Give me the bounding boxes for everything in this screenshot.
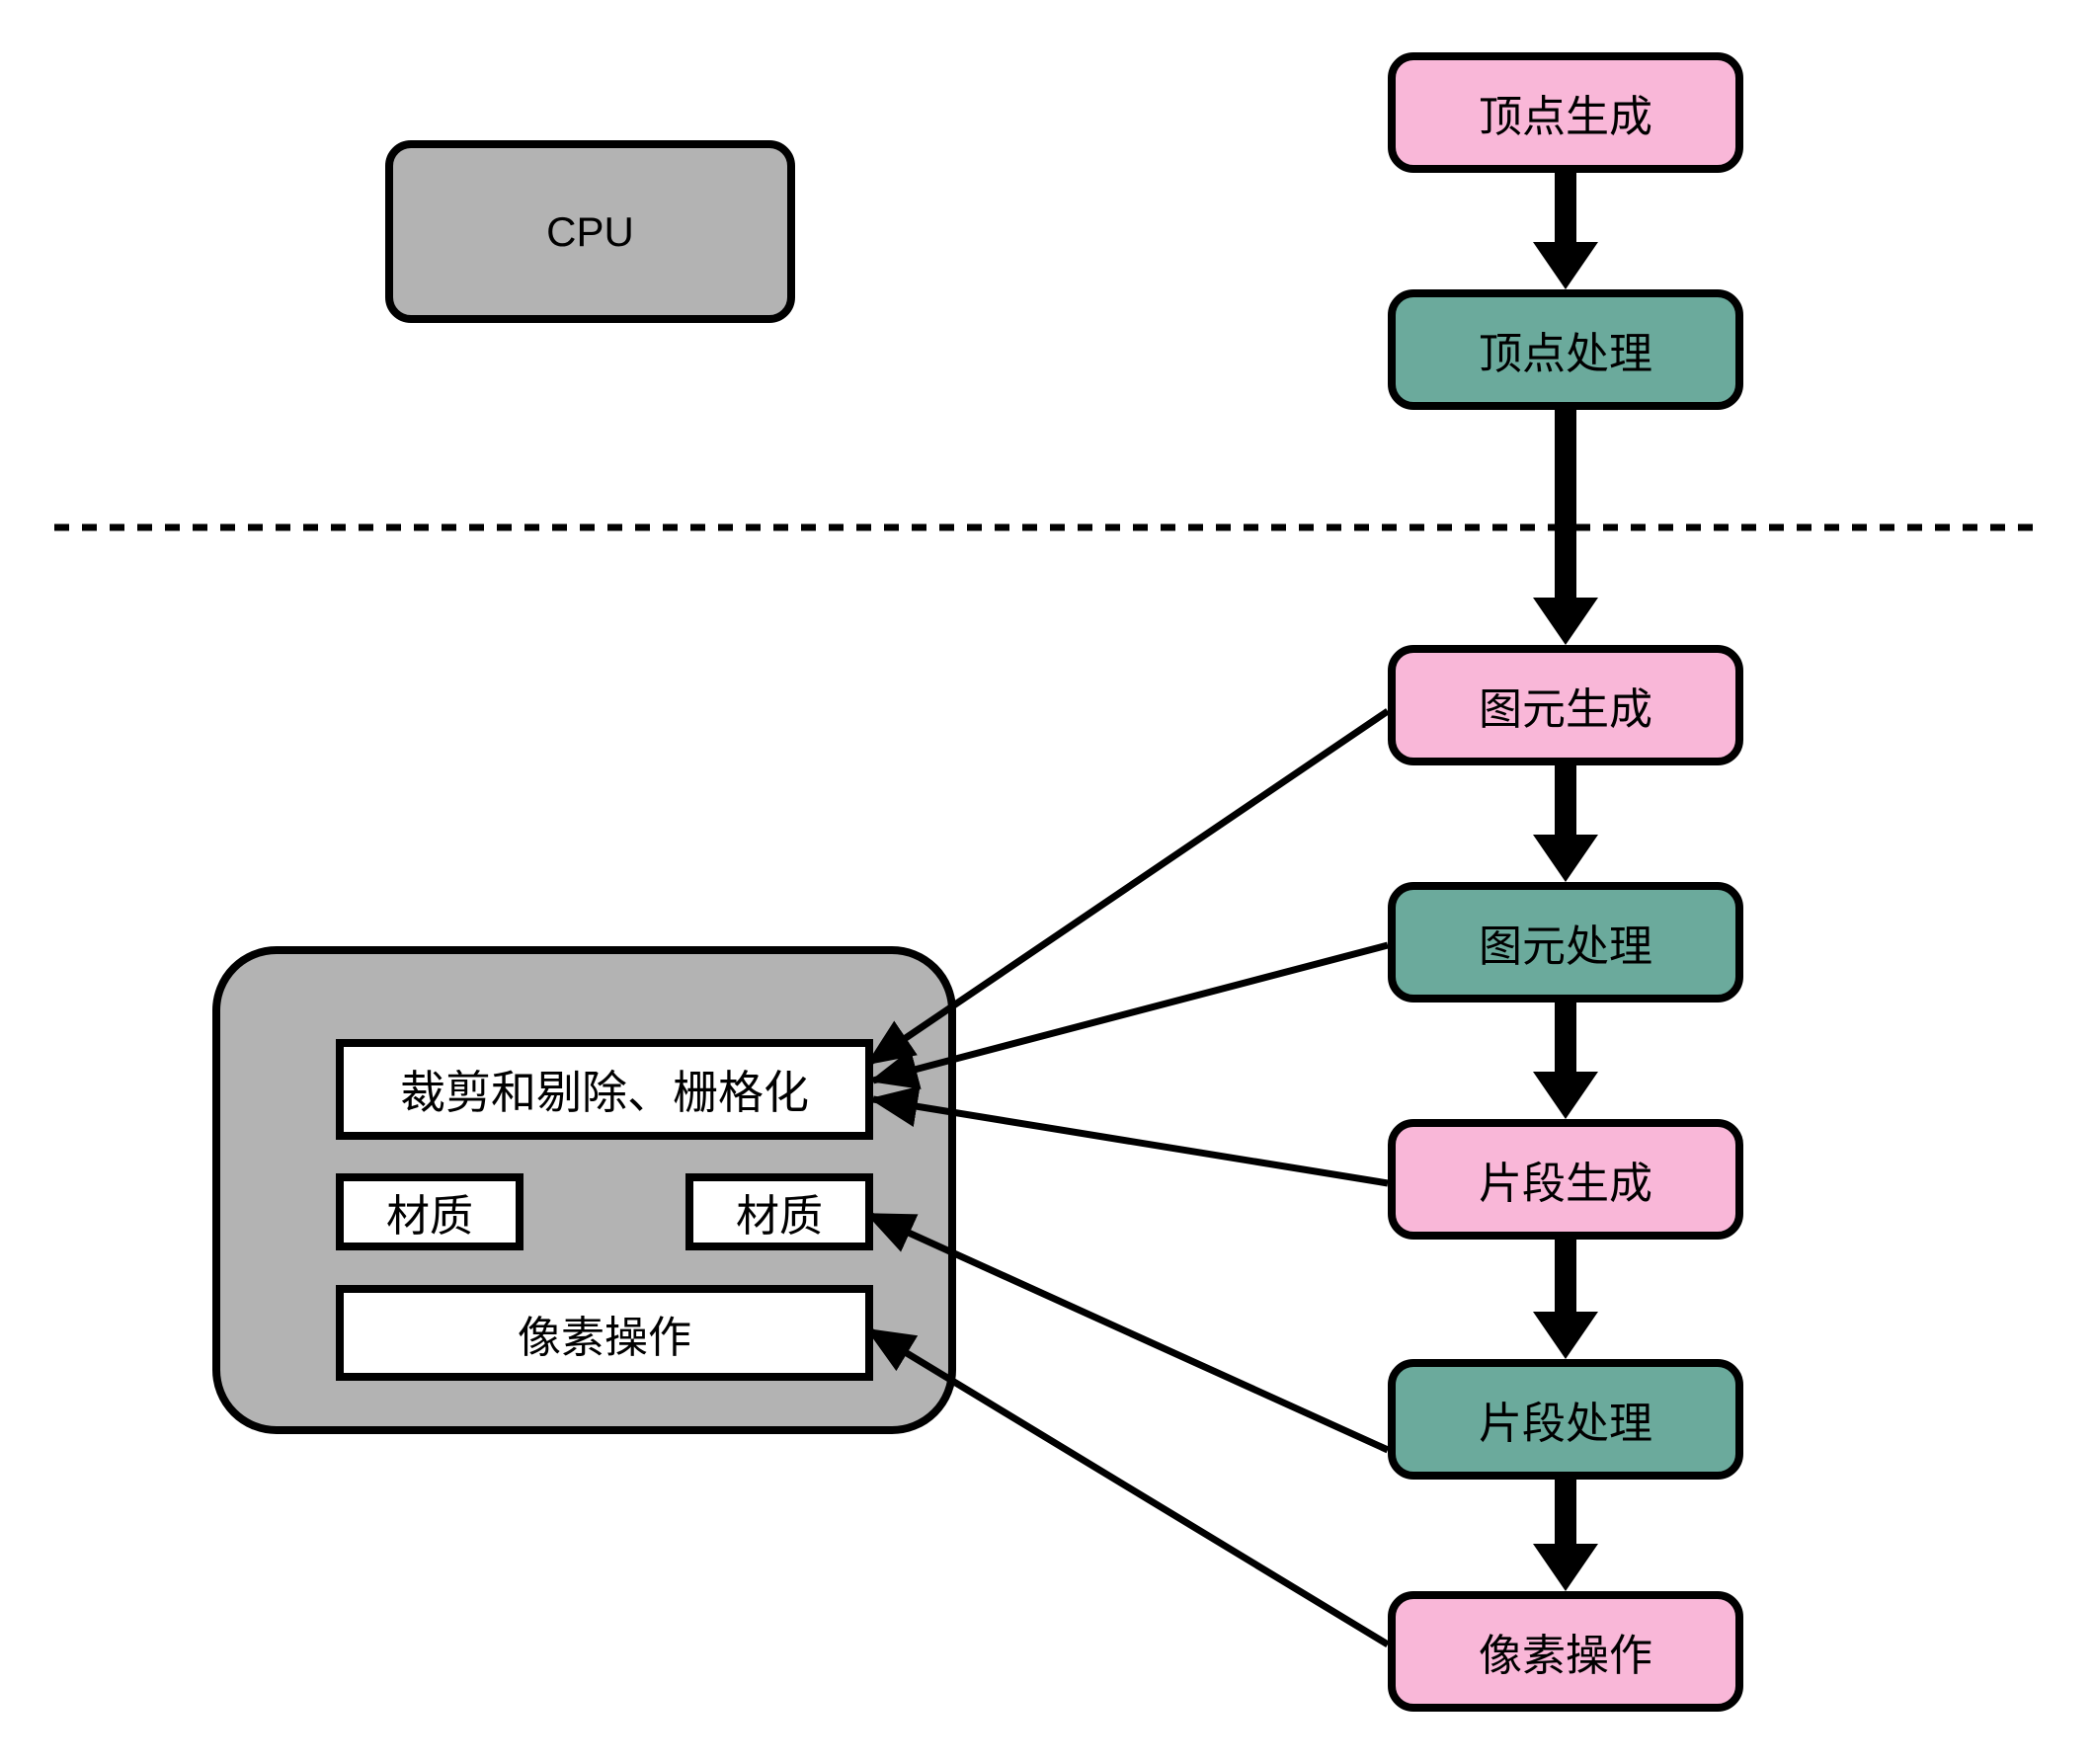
node-primitive-processing: 图元处理 — [1388, 882, 1743, 1002]
flow-arrow-primitive-gen-to-primitive-proc — [1533, 765, 1598, 882]
node-primitive-processing-label: 图元处理 — [1479, 922, 1652, 971]
node-vertex-generation-label: 顶点生成 — [1479, 93, 1652, 141]
node-primitive-generation-label: 图元生成 — [1479, 685, 1652, 734]
flow-arrow-fragment-gen-to-fragment-proc — [1533, 1240, 1598, 1359]
gpu-texture-left-label: 材质 — [386, 1192, 473, 1241]
node-vertex-generation: 顶点生成 — [1388, 52, 1743, 173]
flow-arrow-vertex-proc-to-primitive-gen — [1533, 410, 1598, 645]
node-pixel-operations: 像素操作 — [1388, 1591, 1743, 1712]
node-vertex-processing-label: 顶点处理 — [1479, 330, 1652, 378]
cpu-box: CPU — [385, 140, 795, 323]
node-fragment-generation: 片段生成 — [1388, 1119, 1743, 1240]
node-fragment-processing: 片段处理 — [1388, 1359, 1743, 1480]
node-primitive-generation: 图元生成 — [1388, 645, 1743, 765]
gpu-pixel-operations-label: 像素操作 — [518, 1313, 691, 1362]
gpu-texture-left-box: 材质 — [336, 1173, 523, 1250]
gpu-texture-right-label: 材质 — [736, 1192, 823, 1241]
flow-arrow-primitive-proc-to-fragment-gen — [1533, 1002, 1598, 1119]
gpu-box: 裁剪和剔除、栅格化 材质 材质 像素操作 — [212, 946, 956, 1434]
node-fragment-processing-label: 片段处理 — [1479, 1400, 1652, 1448]
cpu-label: CPU — [546, 207, 634, 255]
node-vertex-processing: 顶点处理 — [1388, 289, 1743, 410]
gpu-texture-right-box: 材质 — [685, 1173, 873, 1250]
gpu-clip-cull-rasterize-label: 裁剪和剔除、栅格化 — [400, 1067, 809, 1118]
node-fragment-generation-label: 片段生成 — [1479, 1160, 1652, 1208]
node-pixel-operations-label: 像素操作 — [1479, 1632, 1652, 1680]
gpu-pixel-operations-box: 像素操作 — [336, 1285, 873, 1381]
gpu-clip-cull-rasterize-box: 裁剪和剔除、栅格化 — [336, 1039, 873, 1140]
flow-arrow-fragment-proc-to-pixel-ops — [1533, 1480, 1598, 1591]
flow-arrow-vertex-gen-to-vertex-proc — [1533, 173, 1598, 289]
